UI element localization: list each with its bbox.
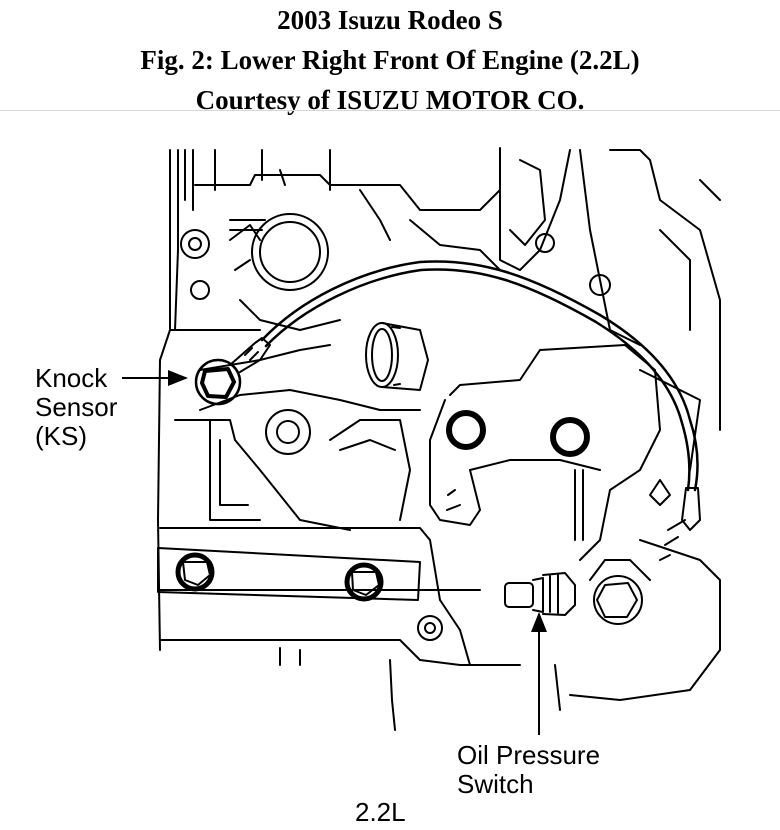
engine-block-outline	[157, 147, 721, 731]
oil-pressure-switch-label-line2: Switch	[457, 769, 534, 799]
filter-adapter-bolt	[589, 559, 651, 625]
engine-line-drawing: Knock Sensor (KS) Oil Pressure Switch 2.…	[35, 147, 721, 827]
knock-sensor-label-line1: Knock	[35, 363, 108, 393]
header-divider	[0, 110, 780, 111]
engine-diagram: Knock Sensor (KS) Oil Pressure Switch 2.…	[0, 112, 780, 830]
oil-pressure-switch-label-line1: Oil Pressure	[457, 740, 600, 770]
knock-sensor-label-line2: Sensor	[35, 392, 118, 422]
lower-bracket	[157, 547, 421, 602]
coolant-neck	[365, 322, 429, 391]
front-housing	[429, 344, 721, 701]
engine-size-label: 2.2L	[355, 797, 406, 827]
sensor-harness	[260, 260, 701, 561]
figure-caption: Fig. 2: Lower Right Front Of Engine (2.2…	[140, 45, 640, 75]
knock-sensor	[194, 337, 271, 406]
figure-header: 2003 Isuzu Rodeo S Fig. 2: Lower Right F…	[0, 0, 780, 120]
document-title: 2003 Isuzu Rodeo S	[277, 5, 503, 35]
oil-pressure-switch	[504, 572, 576, 616]
knock-sensor-label-line3: (KS)	[35, 421, 87, 451]
